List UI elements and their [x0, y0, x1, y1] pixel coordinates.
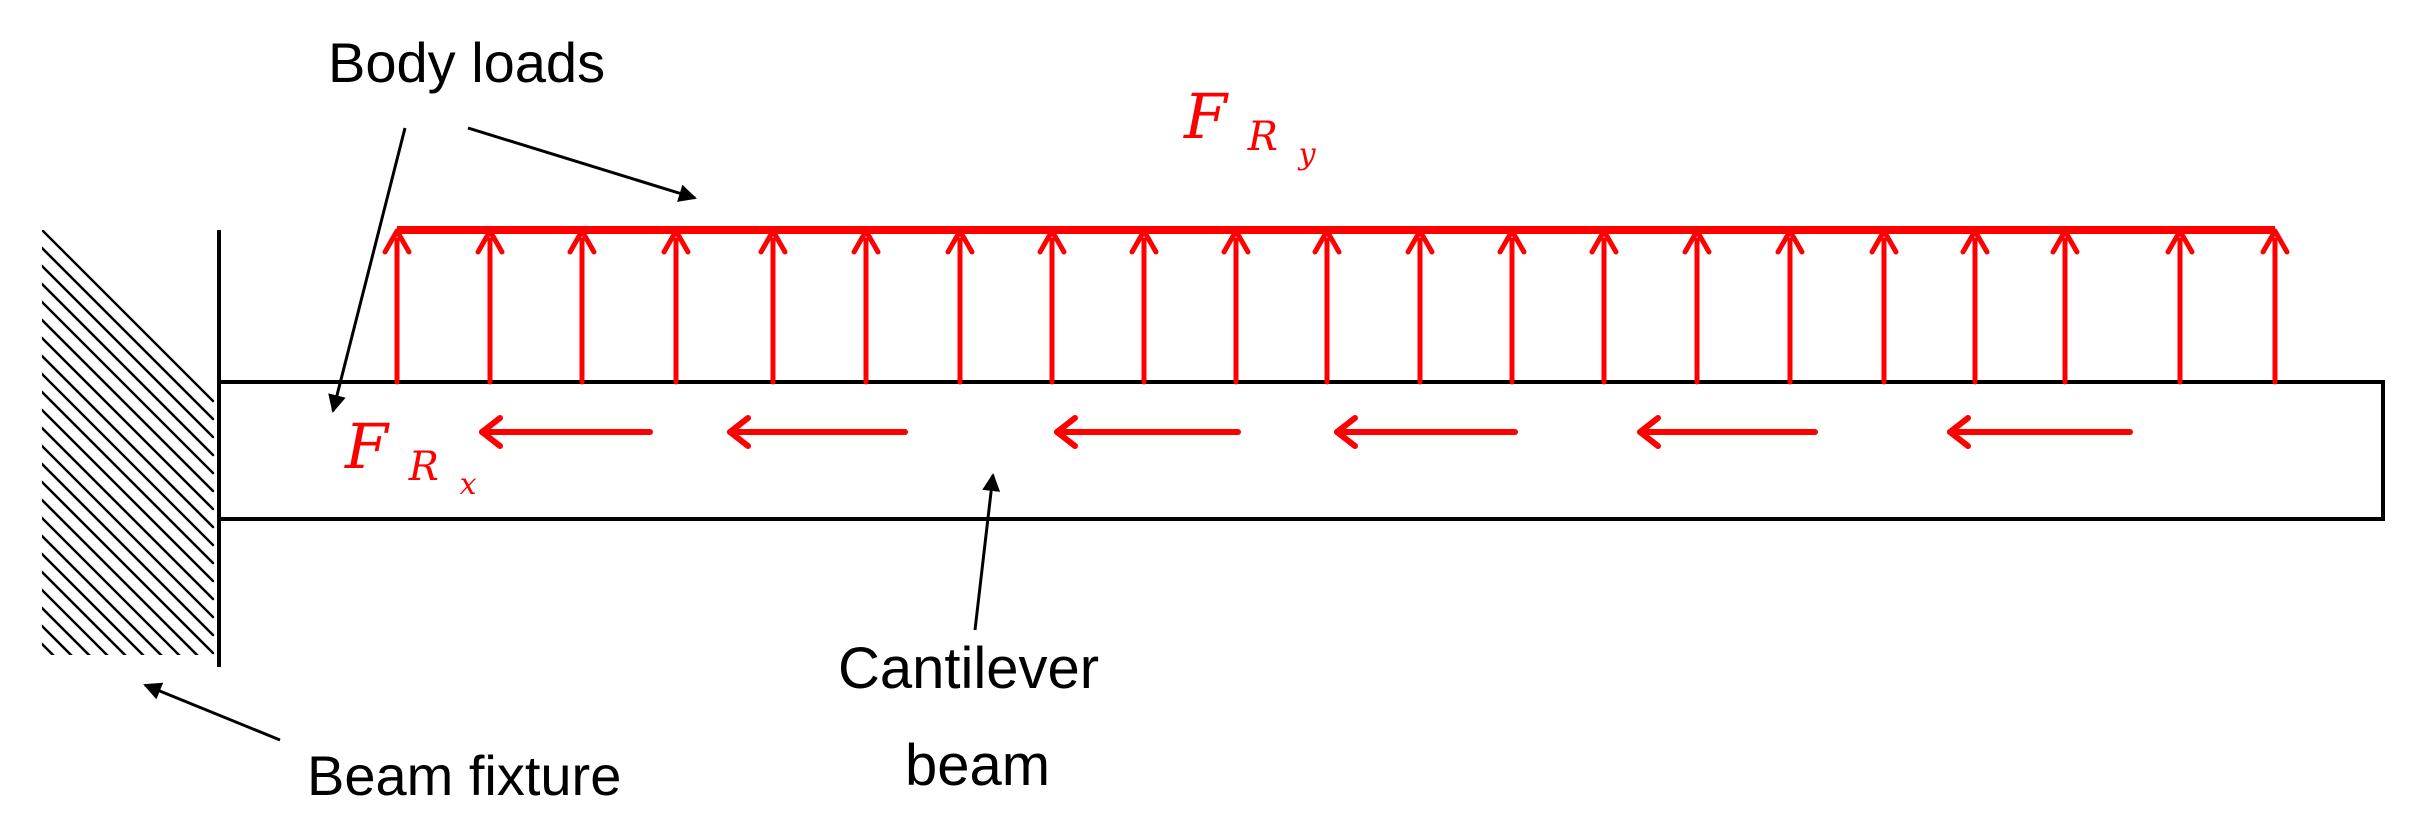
vertical-load-arrow-head	[1497, 228, 1527, 255]
fixture-hatch-line	[42, 480, 215, 655]
fixture-hatch-line	[42, 444, 215, 619]
vertical-load-arrow-head	[1129, 228, 1159, 255]
vertical-load-arrow-head	[1405, 228, 1435, 255]
body-loads-leader-arrow-2	[328, 127, 407, 413]
vertical-load-arrow-head	[1312, 228, 1342, 255]
horizontal-load-arrow-head	[1637, 415, 1661, 449]
vertical-load-arrow-head	[1037, 228, 1067, 255]
horizontal-load-arrow-head	[1947, 415, 1971, 449]
horizontal-load-arrow-head	[727, 415, 751, 449]
vertical-load-arrow-head	[1221, 228, 1251, 255]
force-fry-sub: R	[1247, 114, 1278, 160]
vertical-load-arrow-head	[758, 228, 788, 255]
force-fry-subsub: y	[1297, 137, 1317, 172]
body-loads-label: Body loads	[328, 31, 605, 94]
horizontal-load-arrow-head	[479, 415, 503, 449]
fixture-hatch-line	[42, 246, 215, 421]
fixture-hatch-line	[42, 642, 55, 655]
vertical-load-arrow-head	[851, 228, 881, 255]
fixture-hatch-line	[42, 462, 215, 637]
force-fry-symbol: F R y	[1183, 80, 1317, 172]
vertical-load-arrow-head	[1775, 228, 1805, 255]
vertical-load-arrow-head	[661, 228, 691, 255]
horizontal-load-arrow-head	[1334, 415, 1358, 449]
fixture-hatch-line	[42, 570, 127, 655]
vertical-load-arrow-head	[2260, 228, 2290, 255]
fixture-hatch-line	[42, 336, 215, 511]
vertical-load-arrow-head	[1960, 228, 1990, 255]
horizontal-load-arrow-head	[1054, 415, 1078, 449]
vertical-load-arrow-head	[567, 228, 597, 255]
horizontal-body-load-arrows	[479, 415, 2133, 449]
vertical-load-arrow-head	[2165, 228, 2195, 255]
vertical-body-load-arrows	[382, 228, 2290, 385]
fixture-leader-arrow	[143, 682, 281, 742]
fixture-hatch-line	[42, 516, 181, 655]
fixture-hatch-line	[42, 390, 215, 565]
fixture-hatch-line	[42, 498, 199, 655]
fixture-hatch-line	[42, 408, 215, 583]
fixture-hatch-line	[42, 230, 215, 403]
fixture-hatch-line	[42, 300, 215, 475]
vertical-load-arrow-head	[382, 228, 412, 255]
cantilever-leader-arrow	[973, 473, 1001, 631]
body-loads-leader-arrow-1	[467, 126, 697, 202]
force-frx-subsub: x	[460, 467, 477, 502]
vertical-load-arrow-head	[1682, 228, 1712, 255]
vertical-load-arrow-head	[475, 228, 505, 255]
beam-fixture-hatching	[42, 230, 215, 833]
fixture-hatch-line	[42, 372, 215, 547]
fixture-hatch-line	[42, 354, 215, 529]
fixture-hatch-line	[42, 282, 215, 457]
force-frx-symbol: F R x	[344, 410, 477, 502]
cantilever-label-line-1: Cantilever	[838, 636, 1099, 701]
fixture-hatch-line	[42, 662, 213, 833]
fixture-hatch-line	[42, 588, 109, 655]
force-frx-main: F	[344, 410, 390, 483]
beam-fixture-label: Beam fixture	[307, 744, 621, 807]
fixture-hatch-line	[42, 624, 73, 655]
vertical-load-arrow-head	[1869, 228, 1899, 255]
vertical-load-arrow-head	[1589, 228, 1619, 255]
fixture-hatch-line	[42, 552, 145, 655]
force-frx-sub: R	[408, 444, 439, 490]
fixture-hatch-line	[42, 318, 215, 493]
vertical-load-arrow-head	[2050, 228, 2080, 255]
fixture-hatch-line	[42, 606, 91, 655]
fixture-hatch-line	[42, 426, 215, 601]
cantilever-label-line-2: beam	[905, 733, 1050, 798]
fixture-hatch-line	[42, 264, 215, 439]
cantilever-beam	[217, 380, 2385, 521]
vertical-load-arrow-head	[945, 228, 975, 255]
fixture-hatch-line	[42, 534, 163, 655]
force-fry-main: F	[1183, 80, 1229, 153]
